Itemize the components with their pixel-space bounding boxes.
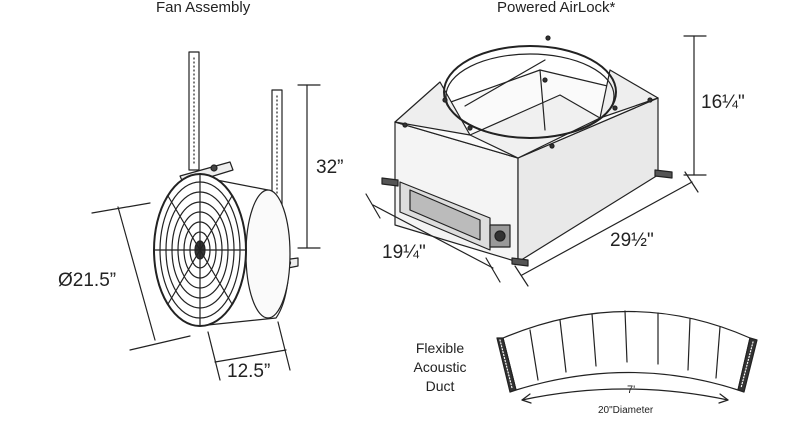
fan-diameter-dimension (91, 202, 191, 351)
fan-diameter-label: Ø21.5” (58, 270, 117, 291)
fan-height-label: 32” (316, 157, 344, 178)
airlock-width-label: 19¼" (382, 242, 426, 263)
airlock-height-dimension (683, 35, 707, 176)
fan-hanging-strap-left (188, 51, 200, 171)
airlock-intake-ring (443, 45, 617, 139)
duct-label: Flexible Acoustic Duct (404, 339, 476, 396)
fan-front-grille (153, 173, 247, 327)
duct-label-line-3: Duct (425, 378, 455, 394)
fan-depth-dimension (207, 321, 291, 381)
duct-end-collar-left (496, 337, 517, 393)
duct-label-line-1: Flexible (415, 340, 465, 356)
airlock-width-dimension (365, 193, 501, 283)
airlock-drawing (365, 35, 707, 287)
fan-assembly-title: Fan Assembly (156, 0, 251, 16)
duct-length-dimension (521, 388, 729, 404)
airlock-height-label: 16¼" (701, 92, 745, 113)
airlock-length-label: 29½" (610, 230, 654, 251)
duct-length-label: 7' (627, 384, 636, 396)
flexible-duct-drawing (496, 310, 758, 404)
airlock-length-dimension (514, 171, 699, 287)
duct-diameter-label: 20"Diameter (598, 405, 654, 416)
duct-end-collar-right (737, 337, 758, 393)
airlock-control-box (399, 181, 511, 251)
fan-depth-label: 12.5” (227, 361, 271, 382)
airlock-title: Powered AirLock* (497, 0, 616, 16)
fan-height-dimension (297, 84, 321, 249)
duct-label-line-2: Acoustic (413, 359, 467, 375)
fan-assembly-drawing (91, 51, 321, 381)
